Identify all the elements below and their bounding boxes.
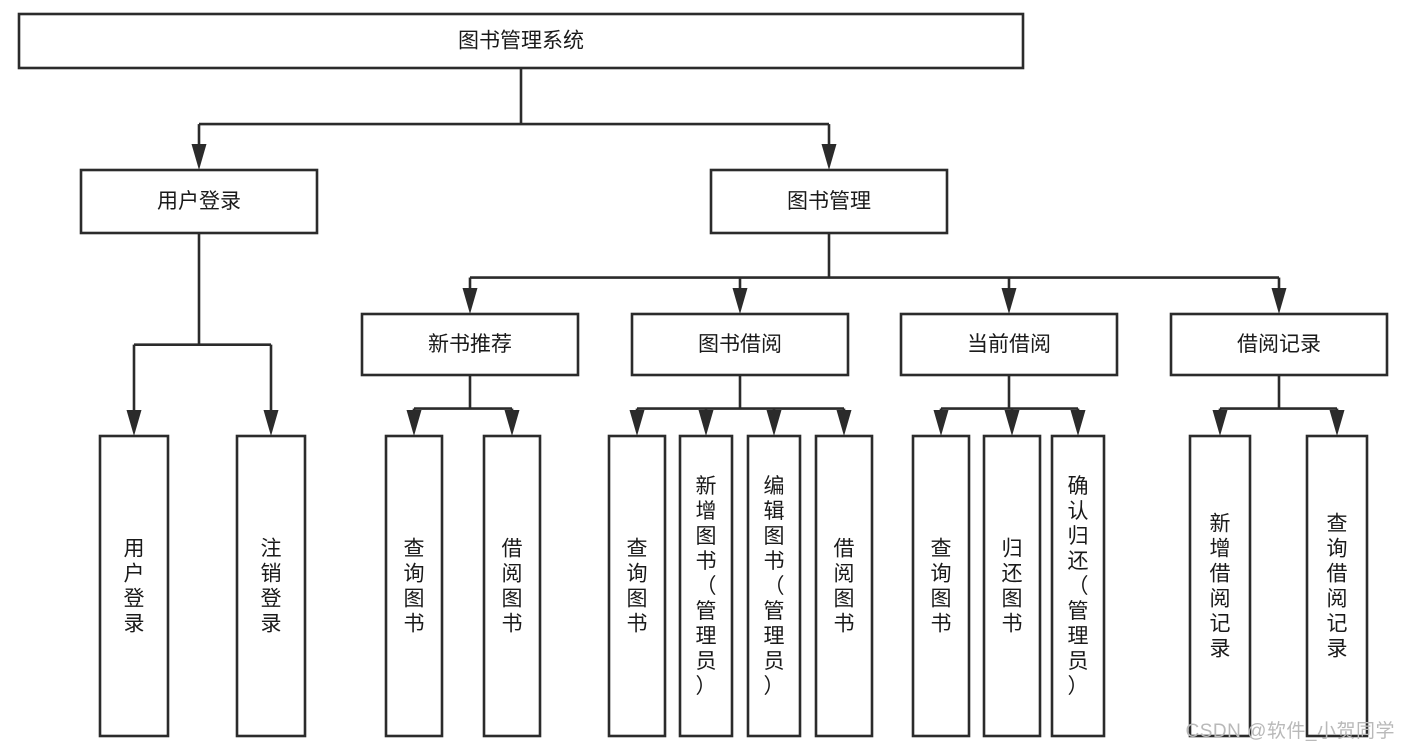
node-label: 查询图书 bbox=[404, 538, 425, 636]
arrow-head-icon bbox=[1070, 410, 1086, 436]
node-box[interactable] bbox=[17, 12, 1025, 70]
node-box[interactable] bbox=[235, 434, 307, 738]
arrow-head-icon bbox=[1271, 288, 1287, 314]
node-box[interactable] bbox=[360, 312, 580, 377]
node-current-borrow[interactable]: 当前借阅 bbox=[899, 312, 1119, 377]
csdn-watermark: CSDN @软件_小贺同学 bbox=[1185, 721, 1395, 742]
node-borrow-record[interactable]: 借阅记录 bbox=[1169, 312, 1389, 377]
arrow-head-icon bbox=[263, 410, 279, 436]
node-box[interactable] bbox=[630, 312, 850, 377]
node-label: 编辑图书（管理员） bbox=[764, 475, 785, 698]
node-label: 当前借阅 bbox=[967, 333, 1051, 356]
node-book-manage[interactable]: 图书管理 bbox=[709, 168, 949, 235]
arrow-head-icon bbox=[766, 410, 782, 436]
node-label: 借阅图书 bbox=[502, 538, 523, 636]
arrow-head-icon bbox=[1212, 410, 1228, 436]
arrow-head-icon bbox=[406, 410, 422, 436]
node-label: 注销登录 bbox=[261, 538, 282, 636]
node-root[interactable]: 图书管理系统 bbox=[17, 12, 1025, 70]
node-box[interactable] bbox=[678, 434, 734, 738]
node-box[interactable] bbox=[482, 434, 542, 738]
node-leaf-query-book-2[interactable]: 查询图书 bbox=[607, 434, 667, 738]
node-label: 新增图书（管理员） bbox=[696, 475, 717, 698]
arrow-head-icon bbox=[1001, 288, 1017, 314]
node-layer: 图书管理系统用户登录图书管理新书推荐图书借阅当前借阅借阅记录用户登录注销登录查询… bbox=[17, 12, 1389, 738]
arrow-head-icon bbox=[504, 410, 520, 436]
node-box[interactable] bbox=[1188, 434, 1252, 738]
arrow-head-icon bbox=[1329, 410, 1345, 436]
node-label: 用户登录 bbox=[124, 538, 145, 636]
node-label: 图书借阅 bbox=[698, 333, 782, 356]
node-label: 图书管理系统 bbox=[458, 30, 584, 53]
node-user-login[interactable]: 用户登录 bbox=[79, 168, 319, 235]
node-box[interactable] bbox=[1305, 434, 1369, 738]
node-label: 查询图书 bbox=[627, 538, 648, 636]
node-box[interactable] bbox=[1050, 434, 1106, 738]
arrow-head-icon bbox=[698, 410, 714, 436]
node-box[interactable] bbox=[1169, 312, 1389, 377]
node-label: 借阅图书 bbox=[834, 538, 855, 636]
node-box[interactable] bbox=[814, 434, 874, 738]
node-leaf-edit-book[interactable]: 编辑图书（管理员） bbox=[746, 434, 802, 738]
node-label: 借阅记录 bbox=[1237, 333, 1321, 356]
node-box[interactable] bbox=[607, 434, 667, 738]
arrow-head-icon bbox=[629, 410, 645, 436]
node-leaf-query-book-3[interactable]: 查询图书 bbox=[911, 434, 971, 738]
node-leaf-add-book[interactable]: 新增图书（管理员） bbox=[678, 434, 734, 738]
node-label: 新增借阅记录 bbox=[1210, 513, 1231, 661]
connector-layer bbox=[126, 68, 1345, 436]
node-box[interactable] bbox=[899, 312, 1119, 377]
node-leaf-borrow-book-2[interactable]: 借阅图书 bbox=[814, 434, 874, 738]
arrow-head-icon bbox=[933, 410, 949, 436]
node-leaf-return-book[interactable]: 归还图书 bbox=[982, 434, 1042, 738]
node-box[interactable] bbox=[79, 168, 319, 235]
node-box[interactable] bbox=[384, 434, 444, 738]
arrow-head-icon bbox=[821, 144, 837, 170]
node-label: 新书推荐 bbox=[428, 333, 512, 356]
arrow-head-icon bbox=[191, 144, 207, 170]
node-label: 图书管理 bbox=[787, 190, 871, 213]
node-leaf-add-record[interactable]: 新增借阅记录 bbox=[1188, 434, 1252, 738]
node-book-borrow[interactable]: 图书借阅 bbox=[630, 312, 850, 377]
arrow-head-icon bbox=[836, 410, 852, 436]
arrow-head-icon bbox=[732, 288, 748, 314]
node-label: 用户登录 bbox=[157, 190, 241, 213]
arrow-head-icon bbox=[1004, 410, 1020, 436]
node-box[interactable] bbox=[98, 434, 170, 738]
node-label: 查询借阅记录 bbox=[1327, 513, 1348, 661]
node-leaf-query-book-1[interactable]: 查询图书 bbox=[384, 434, 444, 738]
node-leaf-logout[interactable]: 注销登录 bbox=[235, 434, 307, 738]
arrow-head-icon bbox=[126, 410, 142, 436]
node-leaf-query-record[interactable]: 查询借阅记录 bbox=[1305, 434, 1369, 738]
node-leaf-user-login[interactable]: 用户登录 bbox=[98, 434, 170, 738]
node-box[interactable] bbox=[709, 168, 949, 235]
node-box[interactable] bbox=[746, 434, 802, 738]
node-label: 查询图书 bbox=[931, 538, 952, 636]
node-label: 确认归还（管理员） bbox=[1068, 475, 1089, 698]
node-leaf-confirm-return[interactable]: 确认归还（管理员） bbox=[1050, 434, 1106, 738]
node-leaf-borrow-book-1[interactable]: 借阅图书 bbox=[482, 434, 542, 738]
node-box[interactable] bbox=[911, 434, 971, 738]
arrow-head-icon bbox=[462, 288, 478, 314]
node-new-book-rec[interactable]: 新书推荐 bbox=[360, 312, 580, 377]
node-label: 归还图书 bbox=[1002, 538, 1023, 636]
node-box[interactable] bbox=[982, 434, 1042, 738]
